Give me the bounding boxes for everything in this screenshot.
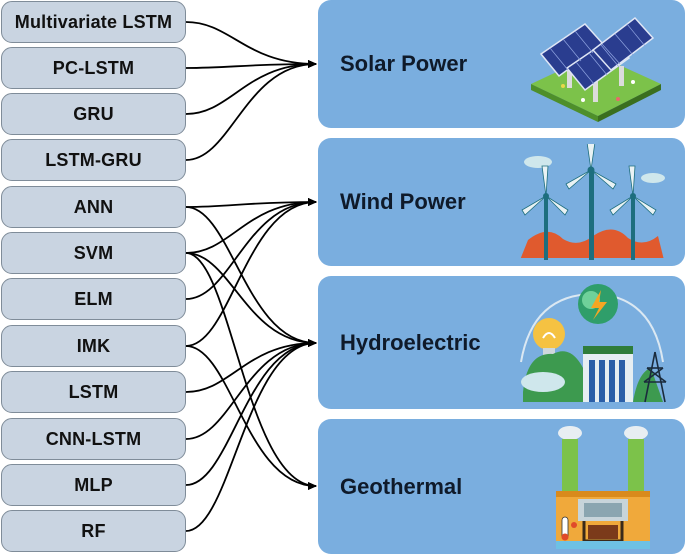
model-box-pc-lstm: PC-LSTM bbox=[1, 47, 186, 89]
energy-box-hydroelectric: Hydroelectric bbox=[318, 276, 685, 409]
model-box-imk: IMK bbox=[1, 325, 186, 367]
energy-box-solar: Solar Power bbox=[318, 0, 685, 128]
link-arrow bbox=[185, 339, 317, 440]
model-label: GRU bbox=[73, 103, 114, 124]
model-label: Multivariate LSTM bbox=[14, 11, 173, 32]
model-label: LSTM-GRU bbox=[45, 149, 142, 170]
link-arrow bbox=[185, 198, 317, 300]
model-label: LSTM bbox=[68, 381, 119, 402]
model-box-mlp: MLP bbox=[1, 464, 186, 506]
hydro-dam-icon bbox=[520, 284, 667, 403]
link-arrow bbox=[185, 198, 317, 208]
link-arrow bbox=[185, 252, 317, 490]
model-box-ann: ANN bbox=[1, 186, 186, 228]
link-arrow bbox=[185, 339, 317, 393]
model-box-gru: GRU bbox=[1, 93, 186, 135]
model-box-lstm-gru: LSTM-GRU bbox=[1, 139, 186, 181]
energy-label: Geothermal bbox=[340, 473, 463, 499]
link-arrow bbox=[185, 345, 317, 490]
geothermal-plant-icon bbox=[556, 426, 650, 549]
model-box-elm: ELM bbox=[1, 278, 186, 320]
link-arrow bbox=[185, 339, 317, 486]
energy-box-wind: Wind Power bbox=[318, 138, 685, 266]
model-label: MLP bbox=[74, 474, 113, 495]
model-label: SVM bbox=[73, 242, 114, 263]
model-box-cnn-lstm: CNN-LSTM bbox=[1, 418, 186, 460]
energy-box-geothermal: Geothermal bbox=[318, 419, 685, 554]
model-box-svm: SVM bbox=[1, 232, 186, 274]
link-arrow bbox=[185, 60, 317, 161]
solar-panel-icon bbox=[531, 16, 661, 122]
link-arrow bbox=[185, 60, 317, 115]
model-label: ELM bbox=[74, 288, 113, 309]
model-box-rf: RF bbox=[1, 510, 186, 552]
model-label: IMK bbox=[76, 335, 111, 356]
link-arrow bbox=[185, 339, 317, 532]
link-arrow bbox=[185, 198, 317, 254]
model-box-lstm: LSTM bbox=[1, 371, 186, 413]
link-arrow bbox=[185, 60, 317, 69]
model-label: RF bbox=[81, 520, 106, 541]
link-arrow bbox=[185, 206, 317, 347]
link-arrow bbox=[185, 252, 317, 347]
model-box-multivariate-lstm: Multivariate LSTM bbox=[1, 1, 186, 43]
model-label: CNN-LSTM bbox=[45, 428, 142, 449]
model-label: ANN bbox=[73, 196, 114, 217]
link-arrow bbox=[185, 198, 317, 347]
energy-label: Solar Power bbox=[340, 51, 468, 76]
link-arrow bbox=[185, 21, 317, 68]
model-label: PC-LSTM bbox=[52, 57, 135, 78]
wind-turbine-icon bbox=[518, 144, 668, 262]
energy-label: Hydroelectric bbox=[340, 329, 481, 355]
energy-label: Wind Power bbox=[340, 189, 466, 214]
